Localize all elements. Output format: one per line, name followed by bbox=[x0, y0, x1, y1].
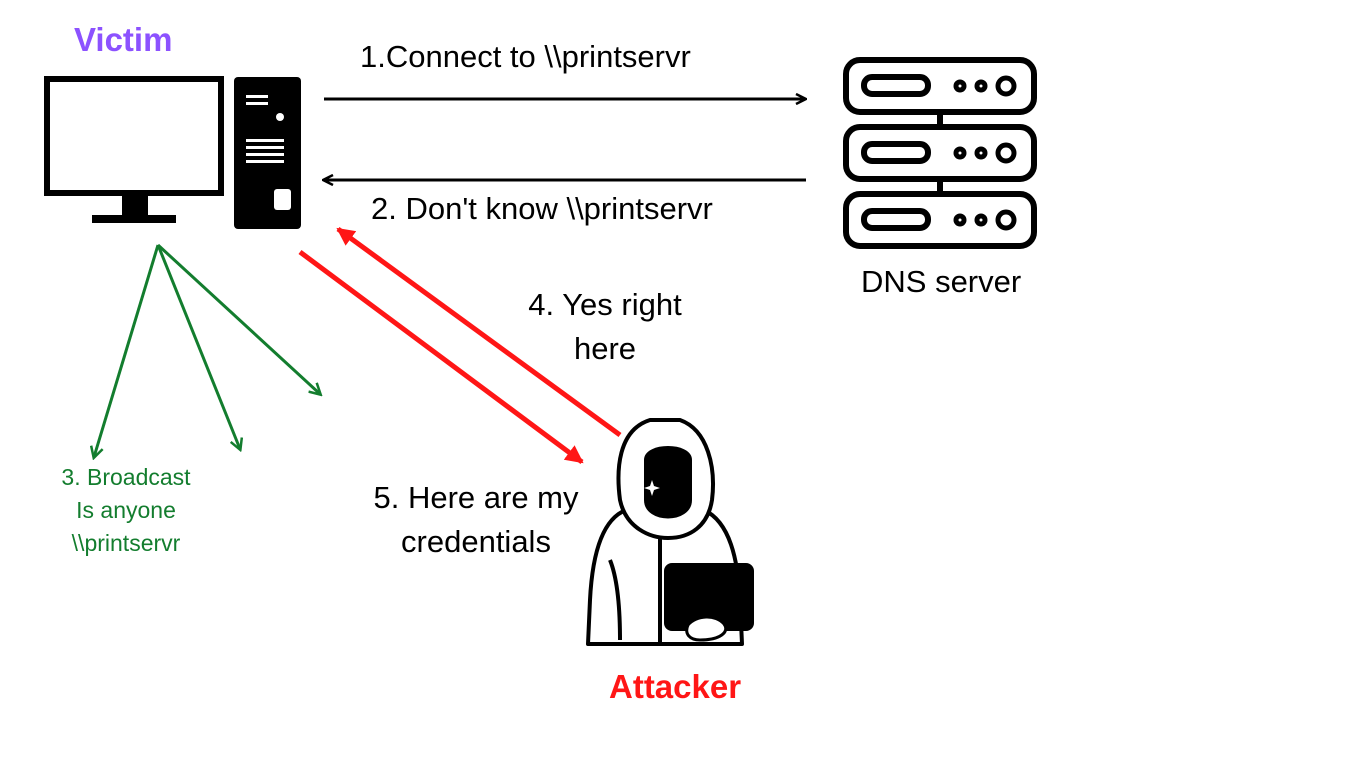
attacker-label: Attacker bbox=[609, 668, 742, 705]
laptop-icon bbox=[664, 563, 754, 642]
step2-label: 2. Don't know \\printservr bbox=[371, 191, 713, 226]
victim-label: Victim bbox=[74, 21, 173, 58]
step3-line3: \\printservr bbox=[71, 530, 181, 556]
monitor-icon bbox=[44, 76, 224, 223]
dns-server-label: DNS server bbox=[861, 264, 1022, 299]
step1-label: 1.Connect to \\printservr bbox=[360, 39, 691, 74]
credentials-arrow bbox=[298, 249, 584, 465]
step4-line1: 4. Yes right bbox=[528, 287, 682, 322]
step5-line2: credentials bbox=[401, 524, 551, 559]
step4-line2: here bbox=[573, 331, 637, 366]
step3-line1: 3. Broadcast bbox=[61, 464, 191, 490]
pc-tower-icon bbox=[234, 77, 301, 229]
step5-line1: 5. Here are my bbox=[373, 480, 579, 515]
yes-right-here-arrow bbox=[336, 226, 622, 438]
server-rack-icon bbox=[843, 57, 1037, 249]
step3-label: 3. Broadcast Is anyone \\printservr bbox=[40, 461, 212, 560]
step4-label: 4. Yes right here bbox=[515, 283, 695, 371]
step5-label: 5. Here are my credentials bbox=[358, 476, 594, 564]
step3-line2: Is anyone bbox=[76, 497, 176, 523]
broadcast-arrows bbox=[94, 243, 320, 457]
